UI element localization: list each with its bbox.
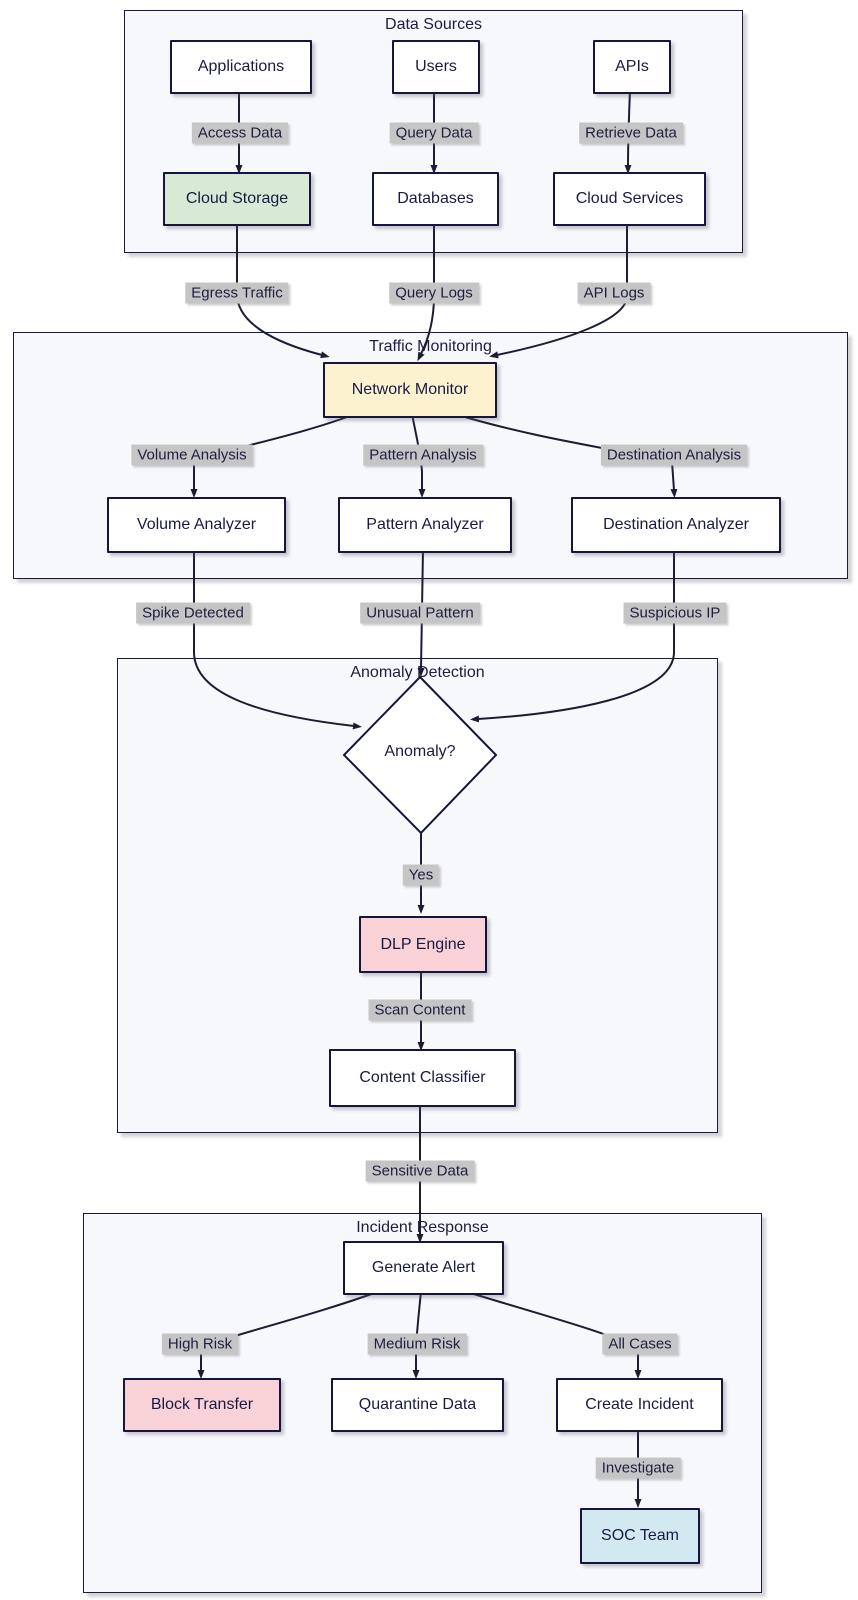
edge-label-yes: Yes [402, 864, 440, 886]
node-apis: APIs [593, 40, 671, 94]
edge-label-egress-traffic: Egress Traffic [185, 282, 289, 304]
node-anomaly-decision: Anomaly? [384, 743, 456, 760]
edge-label-query-logs: Query Logs [389, 282, 479, 304]
node-create-incident: Create Incident [556, 1378, 723, 1432]
edge-label-high-risk: High Risk [161, 1333, 239, 1355]
node-content-classifier: Content Classifier [329, 1049, 516, 1107]
node-dlp-engine: DLP Engine [359, 916, 487, 973]
node-quarantine-data: Quarantine Data [331, 1378, 504, 1432]
node-destination-analyzer: Destination Analyzer [571, 497, 781, 553]
edge-generate-alert-create-incident [463, 1290, 642, 1379]
edge-label-spike-detected: Spike Detected [136, 602, 250, 624]
edge-label-scan-content: Scan Content [368, 999, 472, 1021]
edge-label-investigate: Investigate [595, 1457, 681, 1479]
edge-destination-analyzer-anomaly [470, 549, 675, 723]
edge-label-query-data: Query Data [389, 122, 479, 144]
node-users: Users [392, 40, 480, 94]
edge-label-medium-risk: Medium Risk [367, 1333, 467, 1355]
node-cloud-services: Cloud Services [553, 172, 706, 226]
edge-label-suspicious-ip: Suspicious IP [623, 602, 727, 624]
node-block-transfer: Block Transfer [123, 1378, 281, 1432]
node-volume-analyzer: Volume Analyzer [107, 497, 286, 553]
edge-label-sensitive-data: Sensitive Data [365, 1160, 475, 1182]
node-generate-alert: Generate Alert [343, 1241, 504, 1295]
node-soc-team: SOC Team [580, 1508, 700, 1564]
edge-label-api-logs: API Logs [577, 282, 651, 304]
edge-label-unusual-pattern: Unusual Pattern [360, 602, 480, 624]
edge-volume-analyzer-anomaly [193, 549, 362, 730]
edge-generate-alert-quarantine-data [412, 1290, 422, 1379]
edge-label-pattern-analysis: Pattern Analysis [363, 444, 483, 466]
node-applications: Applications [170, 40, 312, 94]
edge-generate-alert-block-transfer [197, 1290, 381, 1379]
edge-label-destination-analysis: Destination Analysis [600, 444, 748, 466]
node-databases: Databases [372, 172, 499, 226]
edge-label-volume-analysis: Volume Analysis [131, 444, 253, 466]
edge-label-retrieve-data: Retrieve Data [579, 122, 683, 144]
subgraph-title-anomaly-detection: Anomaly Detection [350, 664, 485, 681]
edge-label-all-cases: All Cases [602, 1333, 678, 1355]
edge-label-access-data: Access Data [191, 122, 289, 144]
node-cloud-storage: Cloud Storage [163, 172, 311, 226]
node-pattern-analyzer: Pattern Analyzer [338, 497, 512, 553]
subgraph-title-incident-response: Incident Response [356, 1219, 489, 1236]
subgraph-title-traffic-monitoring: Traffic Monitoring [369, 338, 492, 355]
node-network-monitor: Network Monitor [323, 362, 497, 418]
subgraph-title-data-sources: Data Sources [385, 16, 482, 33]
